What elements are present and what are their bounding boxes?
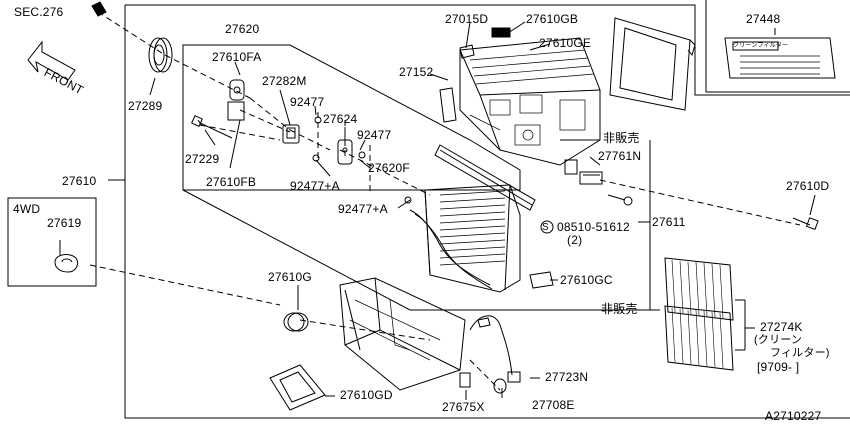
sticker-frame [705,0,850,93]
label-27610D: 27610D [786,179,830,193]
label-27620F: 27620F [368,161,410,175]
pad-27610GB [491,27,511,38]
label-27619: 27619 [47,216,82,230]
main-frame [125,4,850,96]
label-27675X: 27675X [442,400,485,414]
sticker-27448 [724,37,836,79]
label-27015D: 27015D [445,12,489,26]
screw-08510 [607,194,633,206]
label-screw: 08510-51612 [557,220,630,234]
label-27761N: 27761N [598,149,642,163]
label-27610FB: 27610FB [206,175,257,189]
leader-lines [59,21,816,400]
dashed-lines [89,11,801,391]
label-filter-l2: フィルター) [770,347,830,359]
grommet-27610G [283,312,309,332]
label-27611: 27611 [652,215,686,229]
resistor-27761N [564,159,603,185]
label-92477A-1: 92477+A [290,179,340,193]
oring-4 [404,196,412,204]
block-27610GC [529,271,554,289]
label-27624: 27624 [323,112,358,126]
evaporator-core [409,184,521,293]
label-27610FA: 27610FA [212,50,262,64]
grommet-27708E [493,378,507,394]
frame-27610GE [609,17,696,111]
part-27619 [54,254,79,273]
label-27610: 27610 [62,174,97,188]
box-4wd [7,197,97,287]
label-27620: 27620 [225,22,260,36]
valve-27624 [337,139,353,165]
screw-27610D [792,217,819,231]
label-27289: 27289 [128,99,163,113]
label-diagram-id: A2710227 [765,409,822,423]
filter-27274K-lower [664,305,734,371]
clip-27675X [459,372,471,388]
oring-3 [358,151,366,159]
clip-27610FA [227,79,245,121]
oring-1 [314,116,322,124]
label-27708E: 27708E [532,398,575,412]
label-27229: 27229 [185,152,220,166]
sec-arrow-icon [91,1,107,17]
label-screw-s: S [542,222,549,233]
label-hihanbai-2: 非販売 [601,302,638,316]
grommet-27289 [148,37,173,73]
label-27610G: 27610G [268,270,312,284]
label-27282M: 27282M [262,74,307,88]
front-arrow [27,40,76,81]
label-hihanbai-1: 非販売 [603,131,640,145]
label-92477-b: 92477 [357,128,392,142]
label-27610GE: 27610GE [539,36,592,50]
strip-27152 [439,87,457,123]
label-sticker: クリーンフィルター [733,43,789,49]
strip-27620F [434,144,536,211]
bolt-27229 [191,115,233,139]
label-4wd: 4WD [13,202,41,216]
screw-s-icon [540,220,554,234]
frame-27610GD [269,364,326,411]
tray-lower-case [339,277,466,391]
filter-27274K-upper [664,257,734,321]
label-92477A-2: 92477+A [338,202,388,216]
unit-case-27611 [459,37,601,166]
clip-27015D [459,44,475,59]
label-27274K: 27274K [760,320,803,334]
label-screw-qty: (2) [567,233,583,247]
label-27610GD: 27610GD [340,388,393,402]
bracket-27282M [282,124,300,144]
label-filter-date: [9709- ] [757,360,800,374]
hose-27723N [469,315,521,383]
label-27448: 27448 [746,12,781,26]
label-sec: SEC.276 [14,5,64,19]
main-frame-bottom [124,5,850,419]
frame-27620-ext [182,189,660,311]
label-filter-l1: (クリーン [754,334,803,346]
label-27610GC: 27610GC [560,273,613,287]
oring-2 [312,154,320,162]
label-27152: 27152 [399,65,434,79]
label-27610GB: 27610GB [526,12,579,26]
label-27723N: 27723N [545,370,589,384]
label-92477-a: 92477 [290,95,325,109]
